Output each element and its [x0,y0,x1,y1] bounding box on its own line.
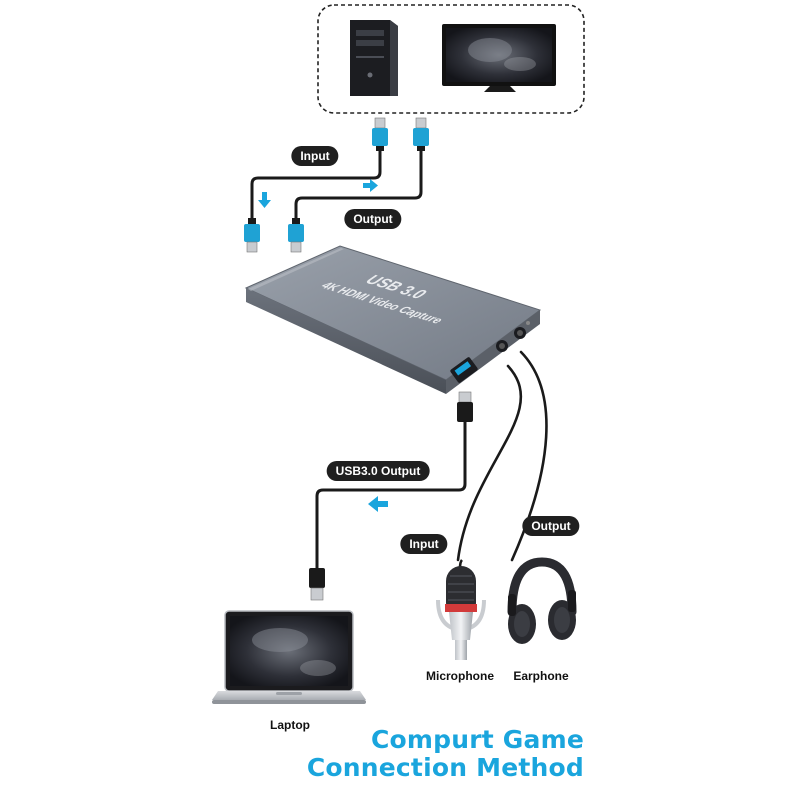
ear-output-label: Output [522,516,580,536]
title-line-2: Connection Method [306,753,584,782]
laptop-caption: Laptop [270,718,310,732]
hdmi-input-label: Input [291,146,339,166]
arrow-left-icon [368,496,388,512]
headphones-icon [507,557,577,644]
microphone-icon [436,559,486,660]
hdmi-plug-output-top [413,117,429,151]
microphone-caption: Microphone [426,669,494,683]
title-line-1: Compurt Game [370,725,584,754]
mic-input-label: Input [400,534,448,554]
hdmi-plug-output-bottom [288,218,304,253]
usb-output-label: USB3.0 Output [326,461,430,481]
monitor-icon [442,24,556,92]
earphone-caption: Earphone [513,669,569,683]
arrow-down-icon [258,192,271,208]
hdmi-cables [250,146,423,224]
arrow-right-icon [363,179,378,192]
usb-cable [309,391,473,601]
source-devices-box [317,4,585,114]
hdmi-output-label: Output [344,209,402,229]
hdmi-plug-input-bottom [244,218,260,253]
capture-device: USB 3.0 4K HDMI Video Capture [244,245,542,394]
pc-tower-icon [350,20,398,96]
hdmi-plug-input-top [372,117,388,151]
laptop-icon [212,610,366,704]
